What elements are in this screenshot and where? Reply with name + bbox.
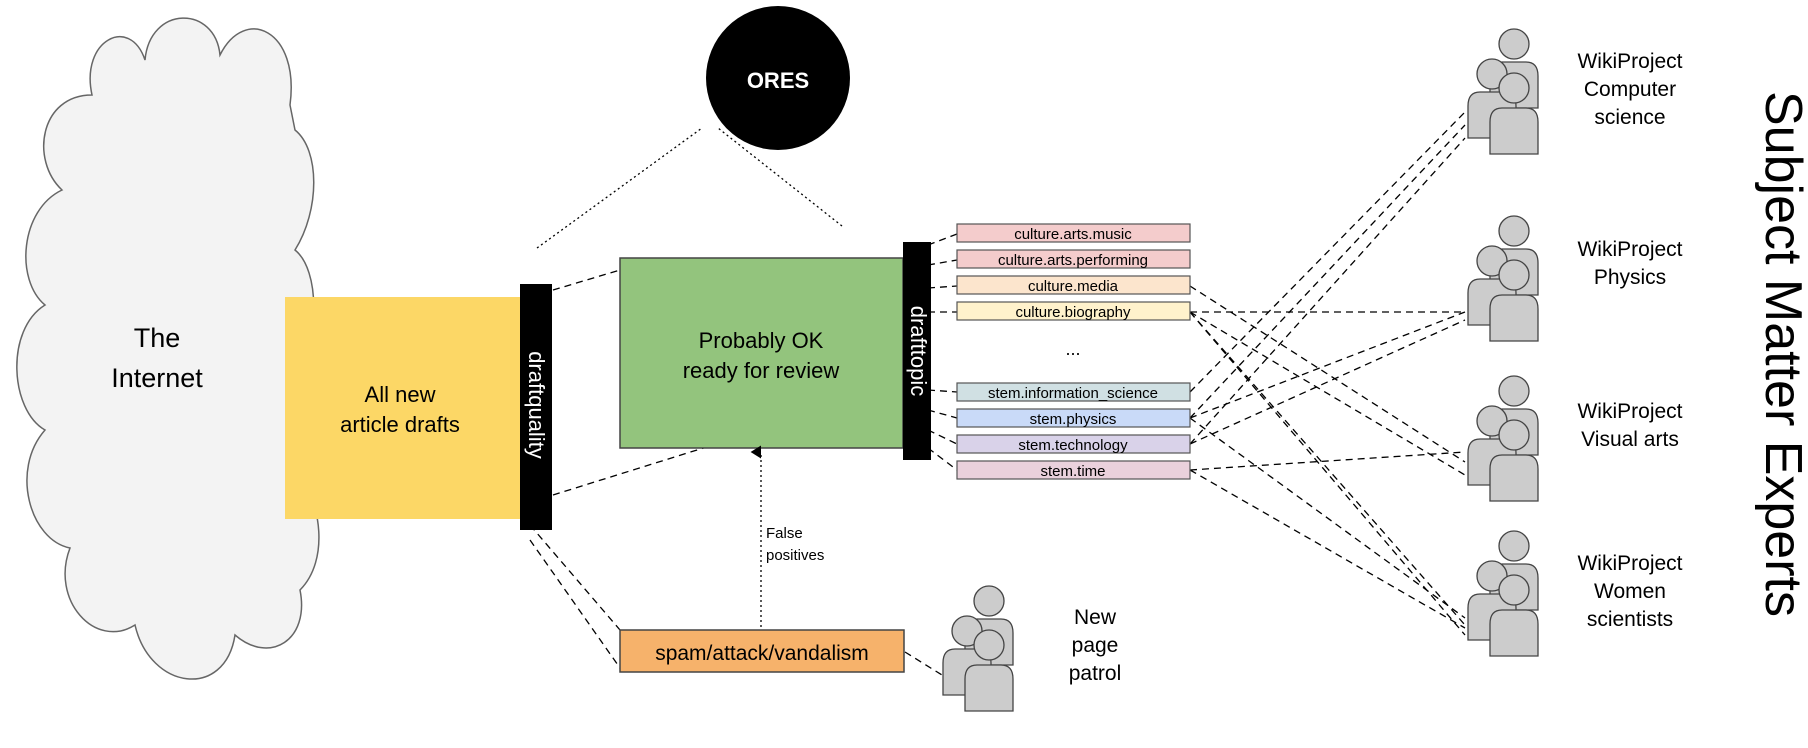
wikiproject-cs-line3: science <box>1594 106 1665 129</box>
person-group-icon <box>1467 530 1539 657</box>
draftquality-label: draftquality <box>524 351 549 459</box>
spam-label: spam/attack/vandalism <box>655 642 869 665</box>
ores-label: ORES <box>747 68 809 93</box>
topic-tag-label: culture.arts.performing <box>998 252 1148 269</box>
probably-ok-label-line1: Probably OK <box>699 328 824 353</box>
wikiproject-visualarts-line1: WikiProject <box>1577 400 1682 423</box>
person-group-icon <box>1467 28 1539 155</box>
ores-connectors <box>536 127 843 249</box>
all-drafts-label-line1: All new <box>365 382 436 407</box>
internet-label-line1: The <box>134 323 181 353</box>
wikiproject-women-line2: Women <box>1594 580 1666 603</box>
topic-tag-box <box>956 301 1191 321</box>
wikiproject-visualarts-line2: Visual arts <box>1581 428 1679 451</box>
topic-tag-label: stem.physics <box>1030 411 1117 428</box>
topic-tag-label: culture.arts.music <box>1014 226 1132 243</box>
topic-tag-label: stem.time <box>1040 463 1105 480</box>
wikiproject-physics-line1: WikiProject <box>1577 238 1682 261</box>
npp-label-line3: patrol <box>1069 662 1122 685</box>
person-group-icon <box>942 585 1014 712</box>
drafttopic-bar <box>903 242 931 460</box>
topic-tag-label: stem.technology <box>1018 437 1128 454</box>
topic-tag-box <box>956 249 1191 269</box>
topic-tag-label: culture.media <box>1028 278 1119 295</box>
flow-connectors <box>529 111 1466 676</box>
topic-tag-list: culture.arts.music culture.arts.performi… <box>956 223 1191 480</box>
drafttopic-label: drafttopic <box>906 306 931 397</box>
wikiproject-cs-line2: Computer <box>1584 78 1676 101</box>
probably-ok-box <box>619 257 904 449</box>
topic-tag-box <box>956 408 1191 428</box>
wikiproject-cs-line1: WikiProject <box>1577 50 1682 73</box>
all-drafts-label-line2: article drafts <box>340 412 460 437</box>
topic-ellipsis: ... <box>1065 339 1080 359</box>
topic-tag-box <box>956 460 1191 480</box>
spam-box <box>619 629 905 673</box>
topic-tag-box <box>956 275 1191 295</box>
npp-label-line1: New <box>1074 606 1117 629</box>
topic-tag-label: stem.information_science <box>988 385 1158 402</box>
draftquality-bar <box>520 284 552 530</box>
wikiproject-women-line1: WikiProject <box>1577 552 1682 575</box>
topic-tag-box <box>956 223 1191 243</box>
wikiproject-women-line3: scientists <box>1587 608 1673 631</box>
npp-label-line2: page <box>1072 634 1119 657</box>
side-title: Subject Matter Experts <box>1754 91 1808 617</box>
all-drafts-box <box>285 297 527 519</box>
internet-label-line2: Internet <box>111 363 203 393</box>
topic-tag-box <box>956 434 1191 454</box>
topic-tag-label: culture.biography <box>1015 304 1131 321</box>
probably-ok-label-line2: ready for review <box>683 358 840 383</box>
false-positives-label-line1: False <box>766 525 803 542</box>
person-group-icon <box>1467 375 1539 502</box>
wikiproject-physics-line2: Physics <box>1594 266 1666 289</box>
false-positives-label-line2: positives <box>766 547 824 564</box>
ores-circle <box>706 6 850 150</box>
topic-tag-box <box>956 382 1191 402</box>
person-group-icon <box>1467 215 1539 342</box>
